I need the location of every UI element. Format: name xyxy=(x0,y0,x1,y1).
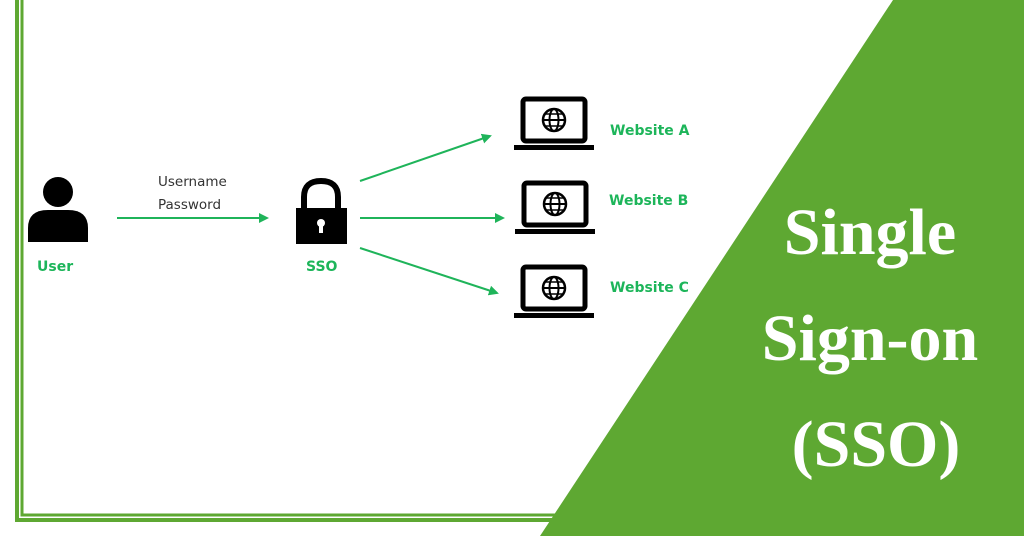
title-line-1: Single xyxy=(784,196,956,269)
laptop-globe-icon xyxy=(514,99,594,150)
title-line-3: (SSO) xyxy=(792,408,961,481)
padlock-icon xyxy=(296,177,347,244)
website-b-label: Website B xyxy=(609,193,688,209)
password-label: Password xyxy=(158,197,221,213)
user-label: User xyxy=(37,259,73,275)
arrow-sso-to-website-a xyxy=(359,133,492,182)
website-c-label: Website C xyxy=(610,280,689,296)
username-label: Username xyxy=(158,174,227,190)
laptop-globe-icon xyxy=(514,267,594,318)
title-line-2: Sign-on xyxy=(762,302,978,375)
laptop-globe-icon xyxy=(515,183,595,234)
frame-border xyxy=(15,0,556,522)
user-icon xyxy=(28,177,88,242)
website-a-label: Website A xyxy=(610,123,690,139)
sso-label: SSO xyxy=(306,259,338,275)
arrow-sso-to-website-c xyxy=(359,247,499,296)
green-banner xyxy=(540,0,1024,536)
